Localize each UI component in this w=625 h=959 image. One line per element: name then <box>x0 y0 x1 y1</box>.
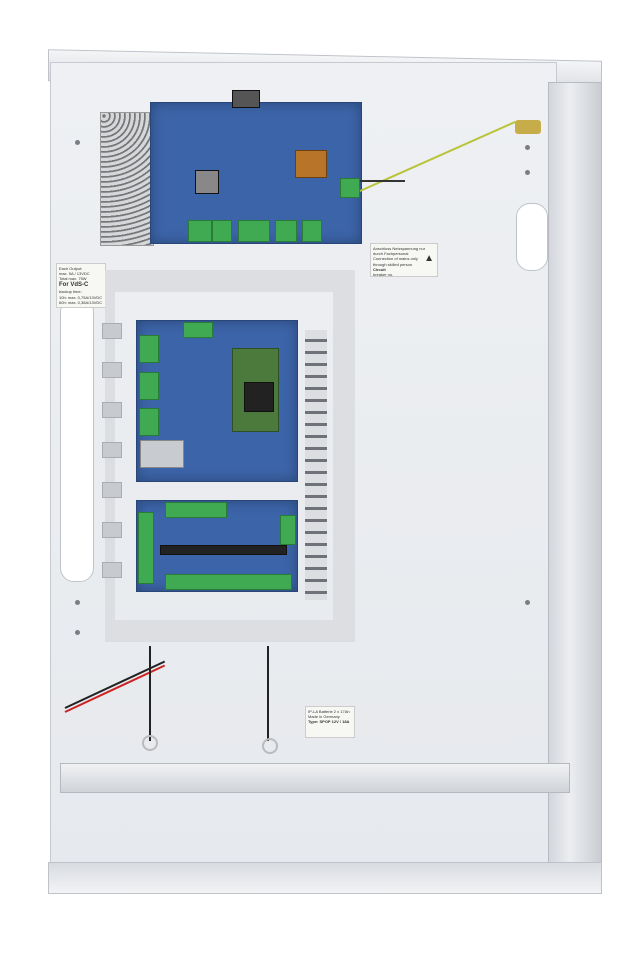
mount-hole <box>525 170 530 175</box>
warning-label: Anschluss Netzspannung nur durch Fachper… <box>370 243 438 277</box>
label-text: Each Output: <box>59 266 83 271</box>
mains-wire <box>360 180 405 182</box>
ring-terminal <box>262 738 278 754</box>
terminal-block <box>340 178 360 198</box>
terminal-block <box>280 515 296 545</box>
label-text: Anschluss Netzspannung nur <box>373 246 426 251</box>
bottom-flange <box>48 862 602 894</box>
mount-hole <box>75 600 80 605</box>
mount-hole <box>75 140 80 145</box>
earth-lead <box>149 646 151 741</box>
label-text: IP-LA Batterie 2 x 17Ah <box>308 709 350 714</box>
label-heading: Circuit <box>373 266 386 272</box>
frame-slot <box>102 323 122 339</box>
terminal-block <box>275 220 297 242</box>
terminal-block <box>139 335 159 363</box>
terminal-block <box>212 220 232 242</box>
label-text: 60h: max. 0,38A/13VDC <box>59 299 103 305</box>
earth-terminal <box>515 120 541 134</box>
output-spec-label: Each Output: max. 5A / 13VDC Total max. … <box>56 263 106 308</box>
cable-entry-left <box>60 298 94 582</box>
label-text: breaker no. <box>373 271 394 277</box>
battery-rail <box>60 763 570 793</box>
ethernet-port <box>140 440 184 468</box>
terminal-block <box>183 322 213 338</box>
warning-icon: ▲ <box>424 253 434 264</box>
label-text: backup time: <box>59 289 82 295</box>
cable-duct <box>305 330 327 600</box>
frame-slot <box>102 482 122 498</box>
label-text: Connection of mains only <box>373 256 418 262</box>
terminal-block <box>165 574 292 590</box>
terminal-block <box>139 408 159 436</box>
label-text: through skilled person <box>373 261 413 267</box>
frame-slot <box>102 402 122 418</box>
ring-terminal <box>142 735 158 751</box>
mount-hole <box>525 145 530 150</box>
mount-hole <box>75 630 80 635</box>
label-text: 10h: max. 0,75A/13VDC <box>59 294 103 300</box>
cable-entry-right <box>516 203 548 271</box>
pin-header <box>160 545 287 555</box>
power-supply-unit <box>100 112 154 246</box>
frame-slot <box>102 442 122 458</box>
label-text: Made in Germany <box>308 714 340 720</box>
heatsink <box>244 382 274 412</box>
terminal-block <box>238 220 270 242</box>
inductor <box>295 150 327 178</box>
mount-hole <box>525 600 530 605</box>
label-text: Total max. 75W <box>59 276 87 282</box>
terminal-block <box>139 372 159 400</box>
capacitor <box>195 170 219 194</box>
terminal-block <box>165 502 227 518</box>
label-text: max. 5A / 13VDC <box>59 271 90 277</box>
ribbon-connector <box>232 90 260 108</box>
terminal-block <box>138 512 154 584</box>
frame-slot <box>102 522 122 538</box>
earth-lead <box>267 646 269 741</box>
label-heading: For VdS-C <box>59 281 89 288</box>
right-side-wall <box>548 82 602 874</box>
frame-slot <box>102 562 122 578</box>
frame-slot <box>102 362 122 378</box>
type-label: IP-LA Batterie 2 x 17Ah Made in Germany … <box>305 706 355 738</box>
terminal-block <box>302 220 322 242</box>
label-text: durch Fachpersonal <box>373 251 409 257</box>
terminal-block <box>188 220 212 242</box>
label-text: Type: SPOP 12V / 18A <box>308 719 350 725</box>
